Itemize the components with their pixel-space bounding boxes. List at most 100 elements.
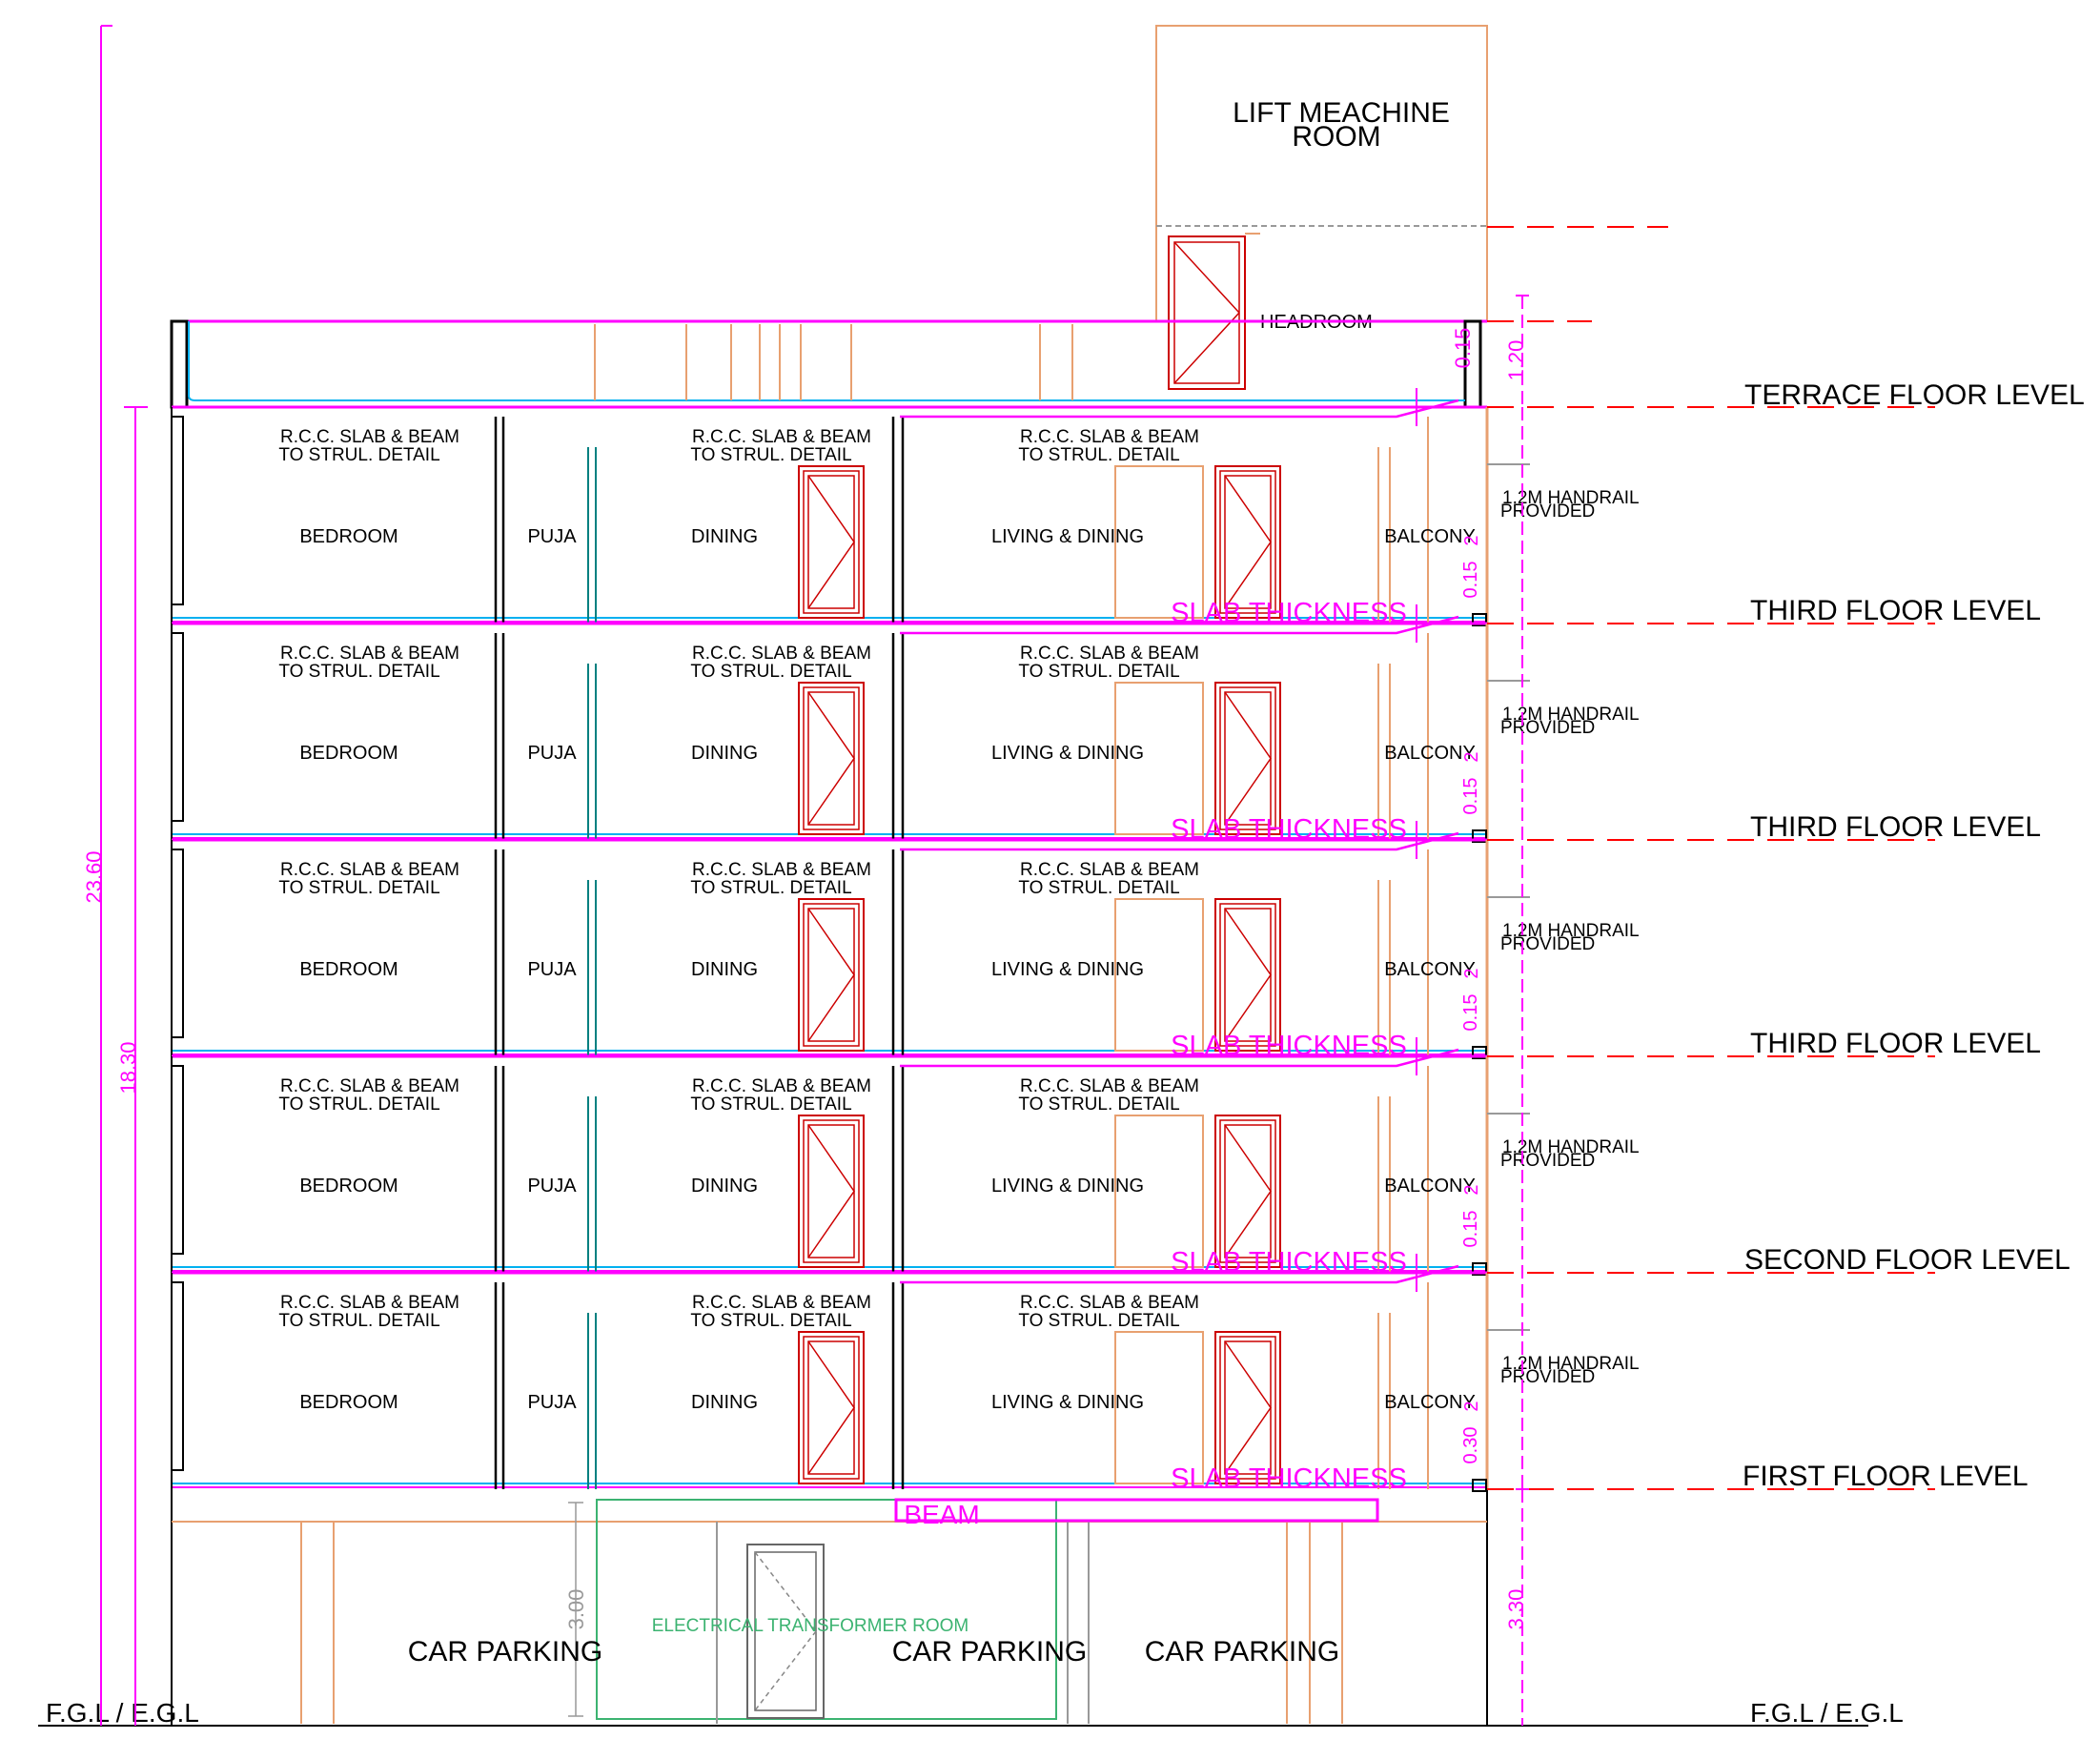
dim-building: 18.30 — [116, 1041, 140, 1094]
floor-3-door-dining-inner — [803, 903, 860, 1047]
dim-terrace-slab: 0.15 — [1451, 328, 1475, 369]
floor-4-floor-height-dim: 2 — [1461, 1184, 1482, 1195]
dim-overall: 23.60 — [82, 850, 106, 903]
ground-floor — [171, 1489, 1488, 1726]
car-parking-1: CAR PARKING — [408, 1636, 602, 1667]
floor-5-slab-marker — [900, 1264, 1459, 1284]
floor-5-door-living-swing — [1224, 1340, 1272, 1475]
floor-2-door-dining — [798, 682, 865, 835]
floor-2-living-label: LIVING & DINING — [991, 743, 1144, 764]
level-lines — [1487, 406, 1935, 1490]
level-fourth: THIRD FLOOR LEVEL — [1750, 595, 2041, 626]
floor-2-door-dining-inner — [803, 686, 860, 830]
floor-3-slab-note-c2: TO STRUL. DETAIL — [1018, 878, 1179, 898]
floor-3-slab-dim: 0.15 — [1460, 994, 1481, 1032]
floor-2-handrail-label-1: 1.2M HANDRAIL — [1502, 705, 1640, 725]
floor-4-slab-note-a2: TO STRUL. DETAIL — [278, 1095, 439, 1115]
floor-4-bedroom-label: BEDROOM — [299, 1176, 398, 1197]
floor-2-handrail-label-2: PROVIDED — [1500, 718, 1595, 738]
floor-2-puja-label: PUJA — [527, 743, 577, 764]
floor-5-slab-thickness-label: SLAB THICKNESS — [1171, 1463, 1407, 1494]
floor-5-bedroom-label: BEDROOM — [299, 1392, 398, 1413]
floor-3-door-dining — [798, 898, 865, 1052]
floor-1-door-dining-leaf — [807, 475, 855, 609]
floor-3-slab-note-c1: R.C.C. SLAB & BEAM — [1020, 860, 1199, 880]
floor-4-slab-note-a1: R.C.C. SLAB & BEAM — [280, 1076, 459, 1096]
lift-room-label-1: LIFT MEACHINE — [1233, 97, 1450, 129]
floor-2-window — [171, 632, 184, 822]
floor-2-balcony-label: BALCONY — [1384, 743, 1476, 764]
floor-3-opening — [1114, 898, 1204, 1052]
floor-2-slab-note-a1: R.C.C. SLAB & BEAM — [280, 644, 459, 664]
floor-5-slab-note-a2: TO STRUL. DETAIL — [278, 1311, 439, 1331]
floor-1-bedroom-label: BEDROOM — [299, 526, 398, 547]
floor-2-beam-end — [1472, 829, 1487, 843]
level-third-b: THIRD FLOOR LEVEL — [1750, 1028, 2041, 1059]
floor-2-slab-note-b1: R.C.C. SLAB & BEAM — [692, 644, 871, 664]
floor-5-opening — [1114, 1331, 1204, 1484]
floor-4-door-dining-leaf — [807, 1124, 855, 1258]
floor-1-slab-note-a2: TO STRUL. DETAIL — [278, 445, 439, 465]
floor-1-dining-label: DINING — [691, 526, 758, 547]
floor-1-opening — [1114, 465, 1204, 619]
floor-2-door-living — [1214, 682, 1281, 835]
floor-4-door-living-inner — [1219, 1119, 1276, 1263]
car-parking-2: CAR PARKING — [892, 1636, 1087, 1667]
floor-1-beam-end — [1472, 613, 1487, 626]
floor-1-door-living — [1214, 465, 1281, 619]
floor-3-handrail-label-1: 1.2M HANDRAIL — [1502, 921, 1640, 941]
floor-1-handrail-label-1: 1.2M HANDRAIL — [1502, 488, 1640, 508]
floor-2-slab-note-c1: R.C.C. SLAB & BEAM — [1020, 644, 1199, 664]
overall-dimensions — [100, 25, 1529, 1726]
floor-3-door-living-leaf — [1224, 908, 1272, 1042]
floor-3-slab-note-a1: R.C.C. SLAB & BEAM — [280, 860, 459, 880]
floor-4-door-dining-swing — [807, 1124, 855, 1258]
floor-2-slab-dim: 0.15 — [1460, 778, 1481, 815]
floor-1-door-living-leaf — [1224, 475, 1272, 609]
floor-1-slab-note-c2: TO STRUL. DETAIL — [1018, 445, 1179, 465]
floor-2-door-living-inner — [1219, 686, 1276, 830]
dim-parapet: 1.20 — [1504, 340, 1528, 381]
floor-5-dining-label: DINING — [691, 1392, 758, 1413]
floor-3-balcony-label: BALCONY — [1384, 959, 1476, 980]
floor-1-handrail-label-2: PROVIDED — [1500, 501, 1595, 522]
floor-4-handrail-label-1: 1.2M HANDRAIL — [1502, 1137, 1640, 1157]
floor-4-handrail-label-2: PROVIDED — [1500, 1151, 1595, 1171]
floor-4-door-living — [1214, 1115, 1281, 1268]
floor-2-door-living-swing — [1224, 691, 1272, 826]
floor-4-living-label: LIVING & DINING — [991, 1176, 1144, 1197]
floor-1-slab-dim: 0.15 — [1460, 562, 1481, 599]
floor-3-living-label: LIVING & DINING — [991, 959, 1144, 980]
floor-2-floor-height-dim: 2 — [1461, 751, 1482, 762]
ground-inner-dim: 3.00 — [564, 1589, 588, 1630]
floor-3-dining-label: DINING — [691, 959, 758, 980]
floor-5-door-dining — [798, 1331, 865, 1484]
beam-label: BEAM — [904, 1500, 979, 1529]
floor-4-slab-note-b2: TO STRUL. DETAIL — [690, 1095, 851, 1115]
transformer-room-label: ELECTRICAL TRANSFORMER ROOM — [652, 1616, 969, 1636]
floor-2-slab-note-a2: TO STRUL. DETAIL — [278, 662, 439, 682]
floor-5-door-living — [1214, 1331, 1281, 1484]
floor-4-beam-end — [1472, 1262, 1487, 1276]
floor-5-slab-note-a1: R.C.C. SLAB & BEAM — [280, 1293, 459, 1313]
floor-1-door-living-inner — [1219, 470, 1276, 614]
floor-5-handrail-label-2: PROVIDED — [1500, 1367, 1595, 1387]
floor-1-slab-note-a1: R.C.C. SLAB & BEAM — [280, 427, 459, 447]
level-second: SECOND FLOOR LEVEL — [1744, 1244, 2070, 1276]
floor-5-slab-note-c2: TO STRUL. DETAIL — [1018, 1311, 1179, 1331]
floor-4-slab-note-b1: R.C.C. SLAB & BEAM — [692, 1076, 871, 1096]
floor-3-slab-marker — [900, 831, 1459, 851]
floor-5-door-dining-leaf — [807, 1340, 855, 1475]
floor-1-door-living-swing — [1224, 475, 1272, 609]
floor-5-handrail-label-1: 1.2M HANDRAIL — [1502, 1354, 1640, 1374]
level-third: THIRD FLOOR LEVEL — [1750, 811, 2041, 843]
floor-2-dining-label: DINING — [691, 743, 758, 764]
floor-4-slab-note-c1: R.C.C. SLAB & BEAM — [1020, 1076, 1199, 1096]
floor-2-opening — [1114, 682, 1204, 835]
floor-1-door-dining — [798, 465, 865, 619]
floor-5-slab-note-c1: R.C.C. SLAB & BEAM — [1020, 1293, 1199, 1313]
lift-room-label-2: ROOM — [1292, 121, 1380, 153]
floor-2-door-living-leaf — [1224, 691, 1272, 826]
floor-3-door-dining-leaf — [807, 908, 855, 1042]
floor-4-balcony-label: BALCONY — [1384, 1176, 1476, 1197]
